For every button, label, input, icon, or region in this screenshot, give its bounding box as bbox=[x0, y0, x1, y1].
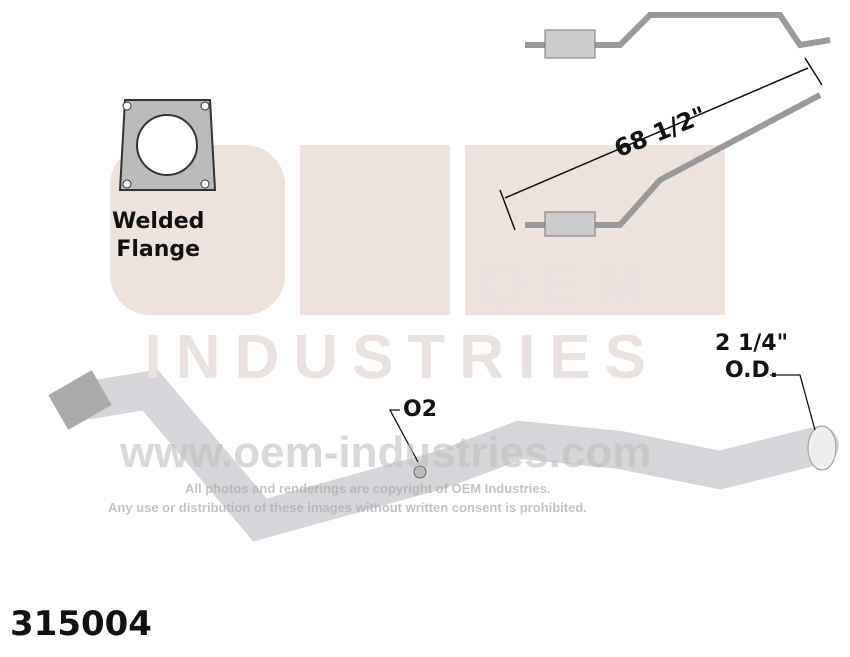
o2-label: O2 bbox=[403, 397, 438, 422]
side-view-pipe bbox=[525, 92, 822, 237]
gasket-icon bbox=[118, 99, 217, 191]
diameter-line2: O.D. bbox=[724, 358, 779, 383]
diameter-label: 2 1/4" O.D. bbox=[715, 330, 788, 384]
copyright-line2: Any use or distribution of these images … bbox=[108, 500, 587, 515]
copyright-line1: All photos and renderings are copyright … bbox=[185, 481, 551, 496]
logo-text-watermark: OEM INDUSTRIES bbox=[144, 251, 660, 392]
main-pipe bbox=[48, 369, 839, 542]
flange-label-line2: Flange bbox=[116, 237, 201, 262]
flange-label-line1: Welded bbox=[112, 209, 205, 234]
part-number: 315004 bbox=[10, 604, 152, 644]
top-view-pipe bbox=[525, 12, 831, 59]
url-watermark: www.oem-industries.com bbox=[120, 428, 652, 477]
dimension-line bbox=[499, 57, 823, 231]
flange-label: Welded Flange bbox=[112, 208, 204, 264]
callout-lines bbox=[388, 374, 816, 463]
diameter-line1: 2 1/4" bbox=[715, 331, 789, 356]
